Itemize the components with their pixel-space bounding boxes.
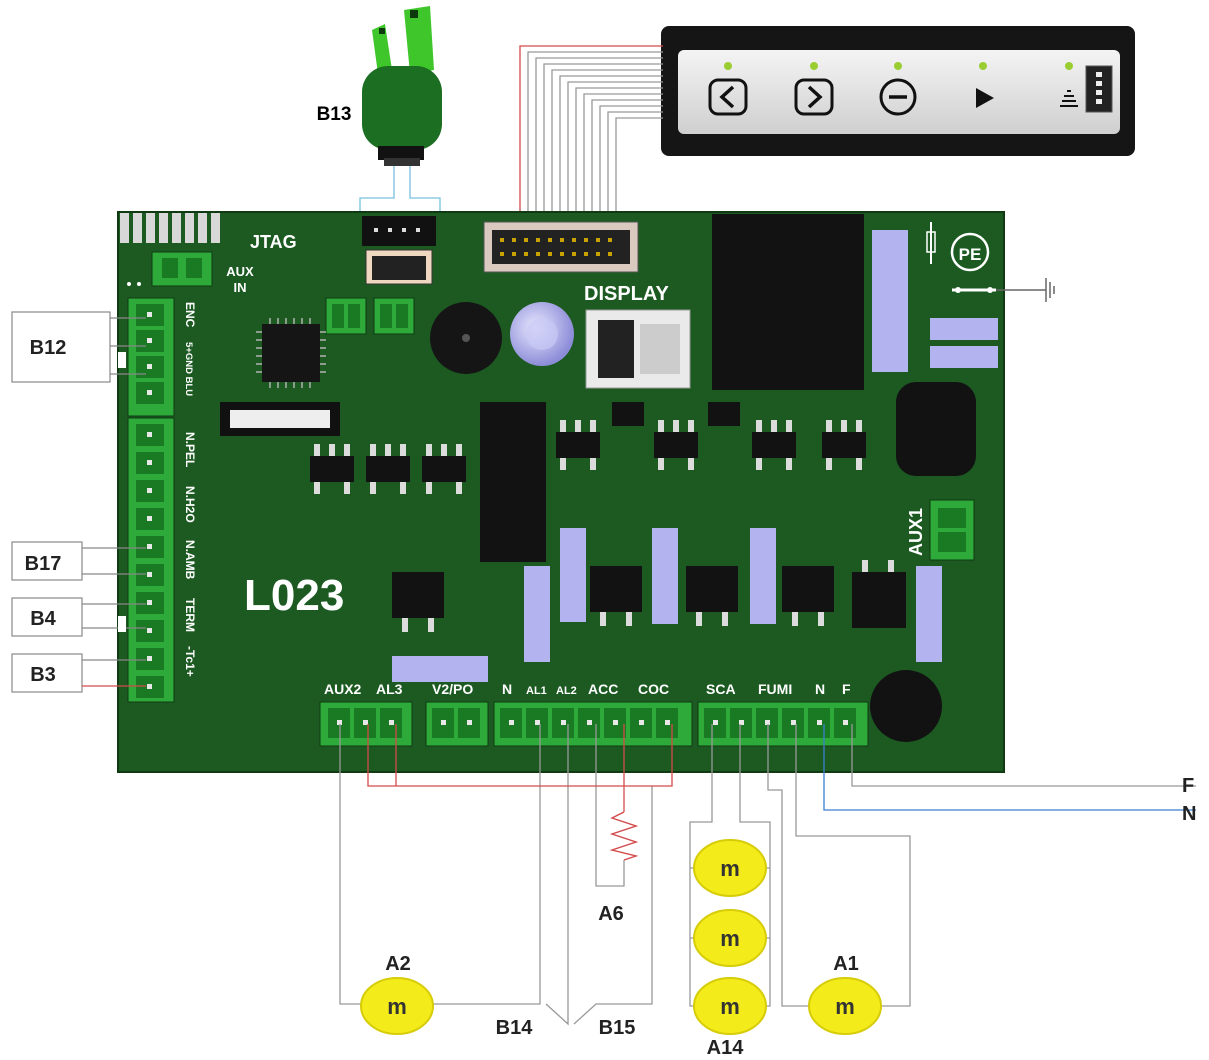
label-aux-in-1: AUX	[226, 264, 254, 279]
label-n: N	[1182, 803, 1196, 825]
display-leds	[724, 62, 1073, 70]
motor-a2: m	[360, 977, 434, 1035]
display-ribbon-cable	[519, 45, 663, 226]
label-f: F	[1182, 775, 1194, 797]
label-aux-in-2: IN	[234, 280, 247, 295]
label-jtag: JTAG	[250, 232, 297, 252]
left-terminal-strip	[127, 297, 175, 703]
label-n-left: N	[502, 681, 512, 697]
resistor-icon	[609, 811, 639, 861]
board-name: L023	[244, 571, 344, 620]
left-arrow-icon[interactable]	[708, 78, 748, 116]
label-b12: B12	[30, 337, 67, 359]
motor-symbol: m	[387, 994, 407, 1019]
label-b4: B4	[30, 608, 56, 630]
label-a14: A14	[707, 1037, 745, 1059]
label-f-terminal: F	[842, 681, 851, 697]
motor-a14-bottom: m	[693, 977, 767, 1035]
display-panel	[661, 26, 1135, 156]
label-b15: B15	[599, 1017, 636, 1039]
bottom-terminals	[319, 701, 869, 747]
label-al1: AL1	[526, 685, 547, 697]
label-5v-gnd-blu: 5+GND BLU	[183, 342, 194, 396]
label-acc: ACC	[588, 681, 618, 697]
label-sca: SCA	[706, 681, 736, 697]
label-v2po: V2/PO	[432, 681, 473, 697]
jtag-pins	[120, 213, 220, 243]
motor-symbol: m	[720, 926, 740, 951]
red-wiring	[367, 724, 673, 812]
label-n-pel: N.PEL	[183, 432, 197, 467]
label-aux1: AUX1	[906, 508, 926, 556]
label-n-right: N	[815, 681, 825, 697]
fuse-icon	[926, 222, 936, 264]
ground-icon	[950, 232, 1055, 302]
label-b3: B3	[30, 664, 56, 686]
label-a6: A6	[598, 903, 624, 925]
label-pe: PE	[959, 245, 982, 264]
motor-a14-top: m	[693, 839, 767, 897]
motor-a1: m	[808, 977, 882, 1035]
motor-symbol: m	[835, 994, 855, 1019]
label-display: DISPLAY	[584, 283, 670, 305]
label-a1: A1	[833, 953, 859, 975]
label-a2: A2	[385, 953, 411, 975]
label-fumi: FUMI	[758, 681, 792, 697]
label-n-amb: N.AMB	[183, 540, 197, 580]
label-aux2: AUX2	[324, 681, 362, 697]
play-icon[interactable]	[976, 88, 994, 108]
left-sensors	[11, 311, 111, 693]
label-b14: B14	[496, 1017, 534, 1039]
label-b13: B13	[317, 104, 352, 125]
label-coc: COC	[638, 681, 669, 697]
motor-symbol: m	[720, 856, 740, 881]
label-b17: B17	[25, 553, 62, 575]
motor-a14-middle: m	[693, 909, 767, 967]
right-arrow-icon[interactable]	[794, 78, 834, 116]
label-enc: ENC	[183, 302, 197, 328]
neutral-wire	[823, 724, 1196, 811]
label-term: TERM	[183, 598, 197, 632]
label-tc: -Tc1+	[183, 646, 197, 677]
pcb-board	[117, 211, 1055, 773]
signal-icon	[1060, 90, 1078, 107]
label-al2: AL2	[556, 685, 577, 697]
label-n-h2o: N.H2O	[183, 486, 197, 523]
b13-sensor	[359, 6, 442, 255]
motors: m m m m m	[360, 839, 882, 1035]
motor-symbol: m	[720, 994, 740, 1019]
label-al3: AL3	[376, 681, 403, 697]
minus-icon[interactable]	[879, 78, 917, 116]
